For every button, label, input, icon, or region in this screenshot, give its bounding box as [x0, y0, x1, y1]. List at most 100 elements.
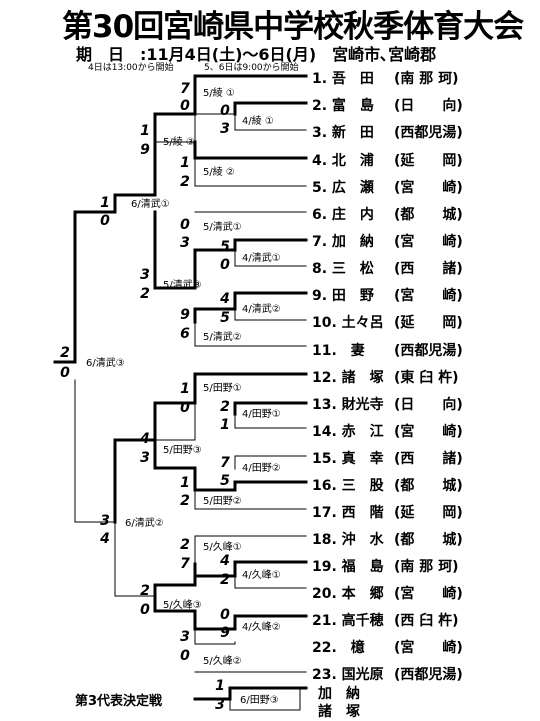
team-row: 1. 吾 田(南 那 珂) — [312, 68, 459, 88]
team-row: 11. 妻(西都児湯) — [312, 340, 463, 360]
team-name: 6. 庄 内 — [312, 207, 374, 223]
match-score: 5 — [220, 310, 230, 326]
match-venue: 5/久峰① — [203, 542, 242, 553]
match-score: 9 — [180, 307, 190, 323]
match-score: 2 — [180, 537, 190, 553]
page-title: 第30回宮崎県中学校秋季体育大会 — [62, 9, 524, 45]
match-score: 0 — [220, 607, 230, 623]
team-row: 7. 加 納 (宮 崎) — [312, 231, 463, 251]
match-venue: 5/清武② — [203, 332, 242, 343]
team-name: 5. 広 瀬 — [312, 180, 374, 196]
team-name: 7. 加 納 — [312, 234, 374, 250]
match-venue: 4/清武② — [242, 304, 281, 315]
team-name: 8. 三 松 — [312, 261, 374, 277]
match-venue: 5/清武③ — [163, 280, 202, 291]
team-row: 18. 沖 水 (都 城) — [312, 529, 463, 549]
team-name: 10. 土々呂 — [312, 315, 384, 331]
match-venue: 4/田野① — [242, 409, 281, 420]
team-row: 13. 財光寺(日 向) — [312, 394, 463, 414]
team-row: 2. 富 島(日 向) — [312, 95, 463, 115]
match-score: 0 — [100, 213, 110, 229]
team-region: (西 臼 杵) — [394, 613, 459, 629]
match-venue: 5/田野③ — [163, 445, 202, 456]
team-name: 9. 田 野 — [312, 288, 374, 304]
match-venue: 6/清武① — [131, 199, 170, 210]
team-name: 12. 諸 塚 — [312, 370, 384, 386]
match-score: 5 — [220, 239, 230, 255]
team-name: 3. 新 田 — [312, 125, 374, 141]
team-region: (南 那 珂) — [394, 71, 459, 87]
team-region: (延 岡) — [394, 315, 463, 331]
team-region: (日 向) — [394, 98, 463, 114]
team-region: (西 諸) — [394, 451, 463, 467]
match-score: 2 — [180, 174, 190, 190]
match-score: 7 — [220, 455, 230, 471]
team-region: (西 諸) — [394, 261, 463, 277]
match-venue: 5/綾 ② — [203, 167, 235, 178]
team-row: 9. 田 野 (宮 崎) — [312, 285, 463, 305]
match-venue: 6/清武② — [125, 518, 164, 529]
match-score: 1 — [180, 475, 190, 491]
team-row: 21. 高千穂 (西 臼 杵) — [312, 610, 459, 630]
team-row: 17. 西 階(延 岡) — [312, 502, 463, 522]
team-region: (宮 崎) — [394, 288, 463, 304]
team-row: 4. 北 浦 (延 岡) — [312, 150, 463, 170]
match-score: 3 — [100, 513, 110, 529]
match-score: 3 — [220, 121, 230, 137]
match-score: 3 — [215, 697, 225, 713]
match-venue: 6/清武③ — [86, 358, 125, 369]
team-region: (西都児湯) — [394, 125, 463, 141]
third-place-team: 加 納 — [318, 686, 360, 702]
match-score: 3 — [180, 629, 190, 645]
team-row: 10. 土々呂 (延 岡) — [312, 312, 463, 332]
match-score: 7 — [180, 81, 190, 97]
match-score: 4 — [220, 291, 230, 307]
team-row: 14. 赤 江(宮 崎) — [312, 421, 463, 441]
team-region: (南 那 珂) — [394, 559, 459, 575]
team-region: (宮 崎) — [394, 586, 463, 602]
team-region: (宮 崎) — [394, 234, 463, 250]
match-venue: 5/久峰③ — [163, 600, 202, 611]
team-region: (宮 崎) — [394, 424, 463, 440]
team-name: 18. 沖 水 — [312, 532, 384, 548]
team-row: 19. 福 島(南 那 珂) — [312, 556, 459, 576]
team-row: 20. 本 郷(宮 崎) — [312, 583, 463, 603]
team-region: (西都児湯) — [394, 343, 463, 359]
match-score: 2 — [180, 493, 190, 509]
match-score: 1 — [100, 195, 110, 211]
start-time-note: 5、6日は9:00から開始 — [204, 63, 299, 73]
team-row: 8. 三 松 (西 諸) — [312, 258, 463, 278]
match-venue: 5/綾 ① — [203, 88, 235, 99]
team-row: 15. 真 幸(西 諸) — [312, 448, 463, 468]
match-venue: 4/綾 ① — [242, 116, 274, 127]
match-venue: 5/田野② — [203, 496, 242, 507]
match-score: 0 — [180, 648, 190, 664]
team-name: 21. 高千穂 — [312, 613, 384, 629]
match-score: 0 — [180, 98, 190, 114]
start-time-note: 4日は13:00から開始 — [88, 63, 174, 73]
team-name: 4. 北 浦 — [312, 153, 374, 169]
team-name: 16. 三 股 — [312, 478, 384, 494]
match-score: 0 — [60, 365, 70, 381]
third-place-team: 諸 塚 — [318, 704, 360, 720]
team-region: (都 城) — [394, 532, 463, 548]
match-score: 0 — [180, 217, 190, 233]
match-venue: 5/綾 ③ — [163, 137, 195, 148]
match-score: 2 — [140, 286, 150, 302]
match-venue: 4/久峰② — [242, 622, 281, 633]
match-score: 0 — [140, 602, 150, 618]
match-score: 9 — [140, 142, 150, 158]
team-name: 23. 国光原 — [312, 667, 384, 683]
match-score: 4 — [100, 531, 110, 547]
match-venue: 4/久峰① — [242, 570, 281, 581]
team-region: (延 岡) — [394, 153, 463, 169]
team-name: 17. 西 階 — [312, 505, 384, 521]
match-venue: 5/清武① — [203, 222, 242, 233]
team-region: (都 城) — [394, 478, 463, 494]
team-region: (宮 崎) — [394, 640, 463, 656]
match-score: 1 — [215, 678, 225, 694]
match-score: 2 — [220, 572, 230, 588]
match-score: 7 — [180, 556, 190, 572]
team-row: 5. 広 瀬(宮 崎) — [312, 177, 463, 197]
match-score: 1 — [140, 123, 150, 139]
